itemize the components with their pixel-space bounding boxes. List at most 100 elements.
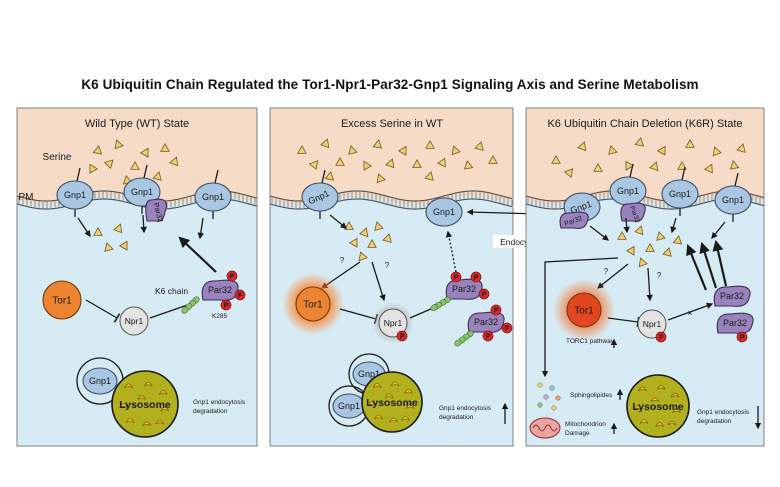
lysosome-granule	[656, 385, 666, 390]
serine-molecule	[436, 157, 446, 168]
serine-label: Serine	[43, 152, 72, 163]
serine-molecule	[625, 160, 635, 171]
serine-molecule	[736, 143, 746, 153]
tor1-label: Tor1	[574, 306, 594, 317]
npr1-label: Npr1	[125, 316, 144, 326]
endocytosis-label: Endocytosis	[500, 237, 546, 247]
lysosome-label: Lysosome	[366, 397, 418, 409]
par32-body	[559, 211, 589, 229]
gnp1-stalk	[321, 169, 326, 184]
serine-molecule	[608, 145, 618, 155]
phospho-mark: P	[478, 288, 490, 300]
serine-molecule	[649, 161, 659, 172]
lysosome-granule	[160, 406, 170, 412]
par32-protein: Par32	[559, 211, 589, 229]
par32-to-gnp1-arrow	[699, 241, 718, 289]
par32-protein: Par32	[145, 198, 167, 223]
note-line1: Gnp1 endocytosis	[697, 409, 750, 416]
npr1-label: Npr1	[643, 319, 662, 329]
serine-molecule	[617, 230, 627, 240]
serine-molecule	[348, 145, 358, 155]
panel-2: Excess Serine in WTGnp1Gnp1Endocytosis??…	[269, 107, 553, 447]
gnp1-transporter: Gnp1	[123, 164, 161, 214]
phospho-mark: P	[396, 330, 408, 342]
serine-molecule	[114, 139, 124, 150]
gnp1-transporter: Gnp1	[332, 393, 366, 419]
serine-molecule	[634, 137, 645, 147]
tor1-label: Tor1	[52, 296, 72, 307]
phospho-label: P	[486, 334, 491, 341]
ubiquitin-chain	[430, 296, 451, 312]
gnp1-body	[301, 182, 339, 212]
par32-to-gnp1-arrow	[712, 239, 728, 287]
serine-molecule	[662, 247, 672, 257]
lysosome-granule	[384, 393, 394, 399]
gnp1-label: Gnp1	[433, 207, 455, 217]
gnp1-transporter: Gnp1	[425, 197, 463, 227]
influx-arrow	[670, 217, 677, 234]
par32-body	[620, 202, 646, 222]
ubiquitin-chain	[454, 330, 474, 347]
par32-label: Par32	[720, 291, 744, 301]
k285-label: K285	[212, 313, 228, 320]
pm-label: PM	[19, 192, 34, 203]
serine-molecule	[348, 237, 358, 248]
phospho-mark: P	[490, 304, 502, 316]
serine-to-tor1-arrow	[596, 263, 629, 289]
tor1-kinase: Tor1	[553, 279, 615, 341]
serine-molecule	[382, 233, 392, 243]
lysosome-granule	[672, 408, 681, 413]
lysosome: Lysosome	[361, 371, 423, 433]
sphingolipides-label: Sphingolipides	[570, 392, 613, 399]
gnp1-label: Gnp1	[338, 401, 360, 411]
gnp1-label: Gnp1	[64, 190, 86, 200]
gnp1-label: Gnp1	[89, 376, 111, 386]
lysosome-granule	[158, 390, 168, 395]
phospho-mark: P	[470, 271, 482, 283]
serine-molecule	[634, 225, 644, 236]
serine-molecule	[703, 163, 713, 174]
serine-molecule	[363, 160, 373, 171]
serine-molecule	[374, 221, 384, 231]
panel-border	[269, 107, 514, 447]
gnp1-transporter: Gnp1	[301, 169, 339, 219]
influx-arrow	[140, 214, 147, 234]
serine-molecule	[372, 139, 383, 149]
npr1-label: Npr1	[384, 318, 403, 328]
serine-molecule	[625, 245, 635, 256]
serine-molecule	[563, 168, 574, 179]
par32-body	[467, 311, 505, 333]
tor1-label: Tor1	[303, 300, 323, 311]
tor1-body	[566, 292, 602, 328]
phospho-label: P	[474, 275, 479, 282]
sphingolipid-glyph	[537, 382, 543, 388]
serine-molecule	[463, 160, 474, 170]
lysosome-granule	[144, 381, 153, 387]
serine-to-npr1-arrow	[371, 261, 386, 302]
par32-body	[201, 279, 239, 301]
k6-chain-label: K6 chain	[155, 286, 188, 296]
lysosome-granule	[655, 422, 664, 427]
par32-label: Par32	[474, 317, 498, 327]
serine-molecule	[130, 160, 140, 170]
serine-molecule	[113, 223, 123, 234]
par32-label: Par32	[208, 285, 232, 295]
serine-molecule	[685, 138, 695, 148]
npr1-kinase: Npr1	[119, 306, 149, 336]
phospho-label: P	[400, 334, 405, 341]
tor1-inhibits-npr1	[339, 308, 377, 320]
serine-molecule	[424, 171, 434, 181]
tor1-body	[42, 280, 82, 320]
serine-molecule	[729, 160, 740, 170]
phospho-label: P	[740, 335, 745, 342]
serine-molecule	[152, 171, 162, 181]
par32-label: Par32	[723, 318, 747, 328]
lysosome-granule	[374, 414, 383, 420]
panel-border	[16, 107, 258, 447]
serine-molecule	[358, 251, 368, 262]
gnp1-stalk	[681, 166, 686, 181]
serine-molecule	[425, 139, 435, 149]
phospho-label: P	[454, 275, 459, 282]
serine-molecule	[169, 156, 179, 167]
